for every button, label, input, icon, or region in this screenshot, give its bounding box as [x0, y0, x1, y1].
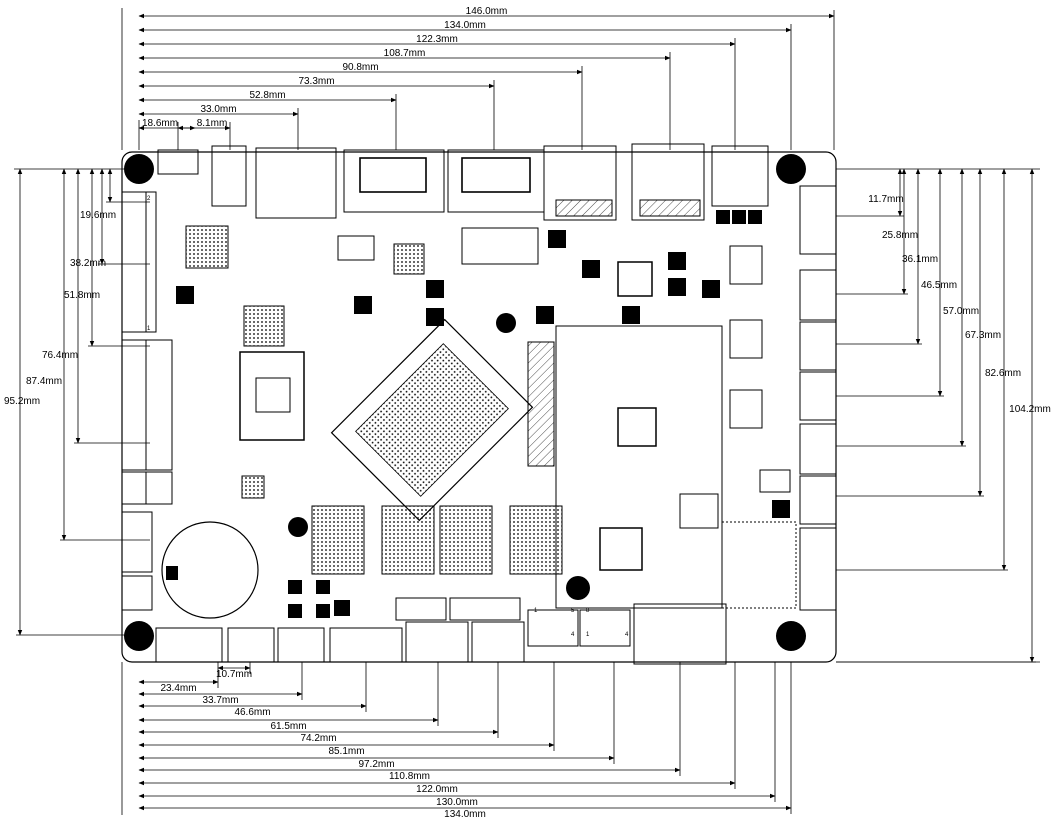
soc-module [330, 318, 534, 522]
right-connectors [799, 185, 837, 611]
mounting-hole-mid-3 [566, 576, 590, 600]
right-dimension-lines: 11.7mm 25.8mm 36.1mm 46.5mm 57.0mm 67.3mm 82.6… [836, 168, 1051, 663]
pin-label-5: 1 [586, 632, 590, 638]
bottom-dimension-label: 61.5mm [270, 721, 306, 732]
top-connectors [157, 143, 769, 221]
top-dimension-label: 52.8mm [249, 90, 285, 101]
mounting-hole-mid-1 [496, 313, 516, 333]
right-dimension-label: 104.2mm [1009, 404, 1051, 415]
bottom-dimension-label: 130.0mm [436, 797, 478, 808]
pin-label-4: 8 [586, 608, 590, 614]
pin-label-8: 1 [147, 326, 151, 332]
top-dimension-label: 134.0mm [444, 20, 486, 31]
bottom-dimension-label: 85.1mm [328, 746, 364, 757]
left-dimension-lines: 19.6mm 38.2mm 51.8mm 76.4mm 87.4mm 95.2mm [4, 168, 150, 636]
right-dimension-label: 67.3mm [965, 330, 1001, 341]
bottom-dimension-label: 10.7mm [216, 669, 252, 680]
bottom-dimension-label: 23.4mm [160, 683, 196, 694]
bottom-dimension-label: 74.2mm [300, 733, 336, 744]
left-dimension-label: 38.2mm [70, 258, 106, 269]
left-headers [121, 191, 173, 611]
left-dimension-label: 76.4mm [42, 350, 78, 361]
mounting-hole-bottom-right [776, 621, 806, 651]
left-dimension-label: 95.2mm [4, 396, 40, 407]
top-dimension-label: 108.7mm [384, 48, 426, 59]
right-dimension-label: 46.5mm [921, 280, 957, 291]
bottom-dimension-label: 97.2mm [358, 759, 394, 770]
passive-components [176, 210, 790, 618]
top-dimension-label: 90.8mm [342, 62, 378, 73]
integrated-circuits [185, 225, 797, 609]
left-dimension-label: 19.6mm [80, 210, 116, 221]
top-dimension-label: 146.0mm [466, 6, 508, 17]
top-dimension-label: 18.6mm [142, 118, 178, 129]
rtc-battery [161, 521, 259, 619]
pin-label-2: 4 [571, 632, 575, 638]
mounting-hole-top-right [776, 154, 806, 184]
mounting-hole-mid-2 [288, 517, 308, 537]
bottom-dimension-label: 33.7mm [202, 695, 238, 706]
right-dimension-label: 25.8mm [882, 230, 918, 241]
top-dimension-label: 73.3mm [298, 76, 334, 87]
right-dimension-label: 11.7mm [868, 194, 903, 205]
bottom-dimension-label: 134.0mm [444, 809, 486, 820]
pin-label-6: 4 [625, 632, 629, 638]
top-dimension-label: 122.3mm [416, 34, 458, 45]
right-dimension-label: 82.6mm [985, 368, 1021, 379]
mounting-hole-bottom-left [124, 621, 154, 651]
mounting-hole-top-left [124, 154, 154, 184]
memory-chips [311, 505, 563, 575]
pin-labels: 1 4 5 8 1 4 2 1 [147, 196, 629, 638]
pin-label-1: 1 [534, 608, 538, 614]
right-dimension-label: 57.0mm [943, 306, 979, 317]
top-dimension-label: 8.1mm [197, 118, 228, 129]
bottom-dimension-label: 122.0mm [416, 784, 458, 795]
bottom-connectors [155, 597, 727, 665]
top-dimension-label: 33.0mm [200, 104, 236, 115]
pin-label-3: 5 [571, 608, 575, 614]
right-dimension-label: 36.1mm [902, 254, 938, 265]
bottom-dimension-label: 110.8mm [389, 771, 430, 782]
bottom-dimension-label: 46.6mm [234, 707, 270, 718]
top-dimension-lines: 146.0mm 134.0mm 122.3mm 108.7mm 90.8mm 73.3mm… [121, 6, 835, 150]
left-dimension-label: 87.4mm [26, 376, 62, 387]
left-dimension-label: 51.8mm [64, 290, 100, 301]
pin-label-7: 2 [147, 196, 151, 202]
